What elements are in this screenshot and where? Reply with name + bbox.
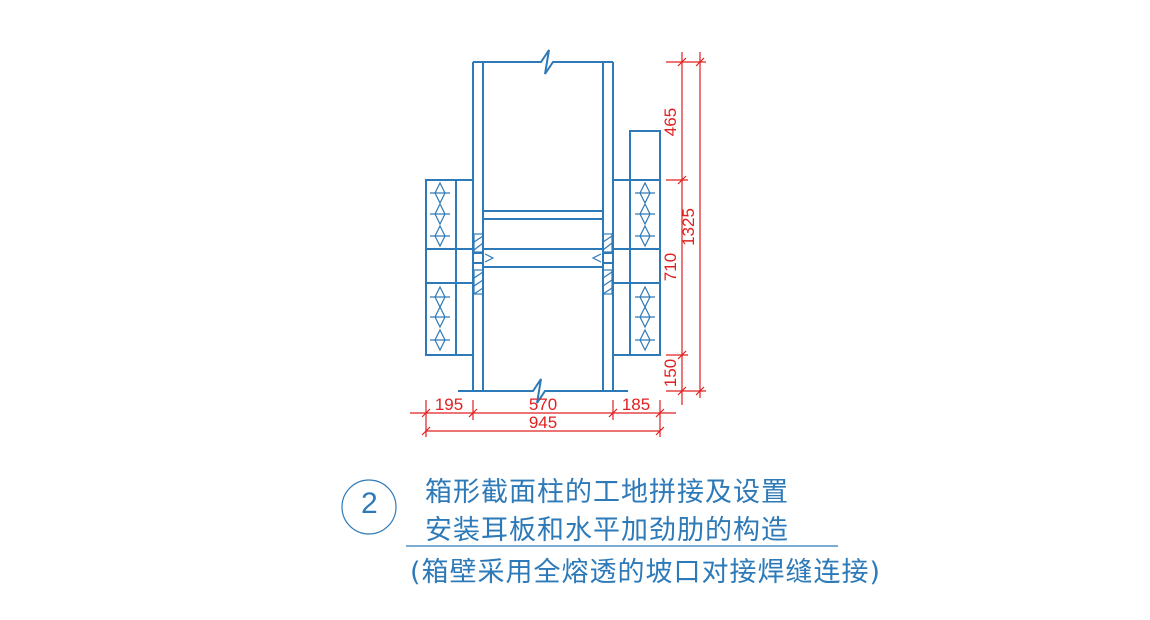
caption-line-2: 安装耳板和水平加劲肋的构造 <box>425 515 789 546</box>
box-column <box>458 49 628 404</box>
right-ear-plate <box>612 130 661 356</box>
detail-number: 2 <box>361 487 378 520</box>
dim-right-middle: 710 <box>661 253 680 281</box>
dim-bottom-middle: 570 <box>529 395 557 414</box>
dim-bottom-total: 945 <box>529 413 557 432</box>
dim-bottom-left: 195 <box>435 395 463 414</box>
splice-joint <box>473 248 613 268</box>
detail-number-circle <box>341 479 397 535</box>
caption-line-3: (箱壁采用全熔透的坡口对接焊缝连接) <box>410 557 882 588</box>
bolt-icon <box>430 181 450 352</box>
bottom-dimensions: 195 570 185 945 <box>410 395 676 437</box>
caption-line-1: 箱形截面柱的工地拼接及设置 <box>425 477 789 508</box>
bolt-icon <box>635 181 655 352</box>
dim-right-top: 465 <box>661 108 680 136</box>
right-dimensions: 465 710 150 1325 <box>661 52 706 405</box>
dim-right-total: 1325 <box>679 208 698 246</box>
dim-right-bottom: 150 <box>661 359 680 387</box>
horizontal-stiffener <box>483 210 603 220</box>
dim-bottom-right: 185 <box>622 395 650 414</box>
left-ear-plate <box>425 179 474 356</box>
weld-hatch <box>473 233 613 295</box>
